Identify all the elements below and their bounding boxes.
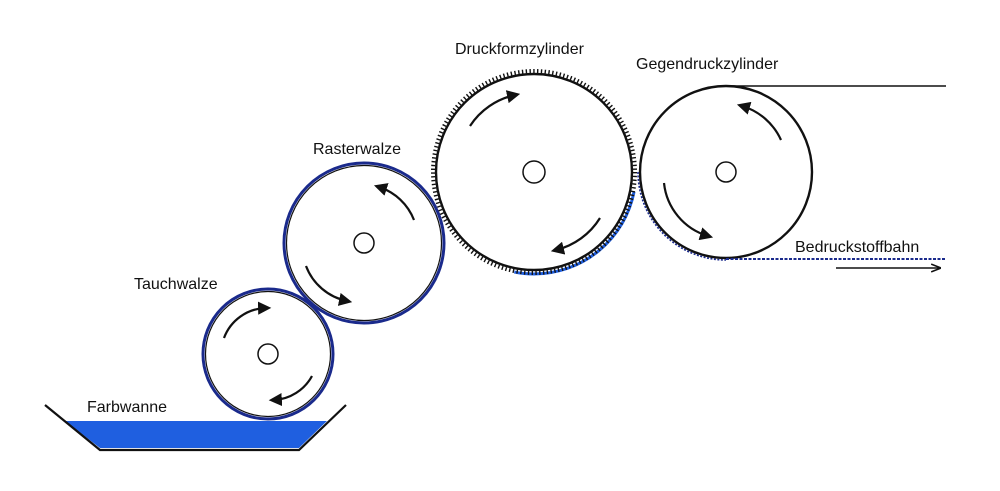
substrate-web bbox=[637, 85, 946, 268]
druckform-plate-teeth bbox=[431, 69, 637, 275]
web-wrap-ink bbox=[637, 171, 727, 261]
tauchwalze-roller bbox=[201, 287, 335, 421]
druckform-arrow-top bbox=[469, 90, 521, 127]
tauchwalze-axle bbox=[257, 343, 279, 365]
tauchwalze-arrow-top bbox=[222, 301, 272, 339]
rasterwalze-arrow-top bbox=[373, 183, 416, 221]
gegendruck-axle bbox=[715, 161, 737, 183]
label-farbwanne: Farbwanne bbox=[87, 399, 168, 416]
druckform-arrow-bottom bbox=[550, 217, 601, 255]
gegendruckzylinder-cylinder bbox=[638, 84, 814, 260]
label-druckformzylinder: Druckformzylinder bbox=[455, 41, 584, 58]
druckform-ink-edge bbox=[430, 68, 638, 276]
gegendruck-arrow-bottom bbox=[662, 182, 714, 241]
ink-fill bbox=[65, 421, 327, 448]
label-bedruckstoffbahn: Bedruckstoffbahn bbox=[795, 239, 920, 256]
rasterwalze-roller bbox=[282, 161, 446, 325]
label-rasterwalze: Rasterwalze bbox=[313, 141, 402, 158]
ink-tray bbox=[44, 404, 347, 452]
tauchwalze-arrow-bottom bbox=[268, 375, 313, 407]
gegendruck-arrow-top bbox=[736, 101, 783, 141]
label-tauchwalze: Tauchwalze bbox=[134, 276, 218, 293]
druckform-axle bbox=[522, 160, 546, 184]
tray-outline bbox=[44, 404, 347, 452]
label-gegendruckzylinder: Gegendruckzylinder bbox=[636, 56, 779, 73]
rasterwalze-arrow-bottom bbox=[304, 265, 353, 306]
rasterwalze-axle bbox=[353, 232, 375, 254]
druckformzylinder-cylinder bbox=[430, 68, 638, 276]
